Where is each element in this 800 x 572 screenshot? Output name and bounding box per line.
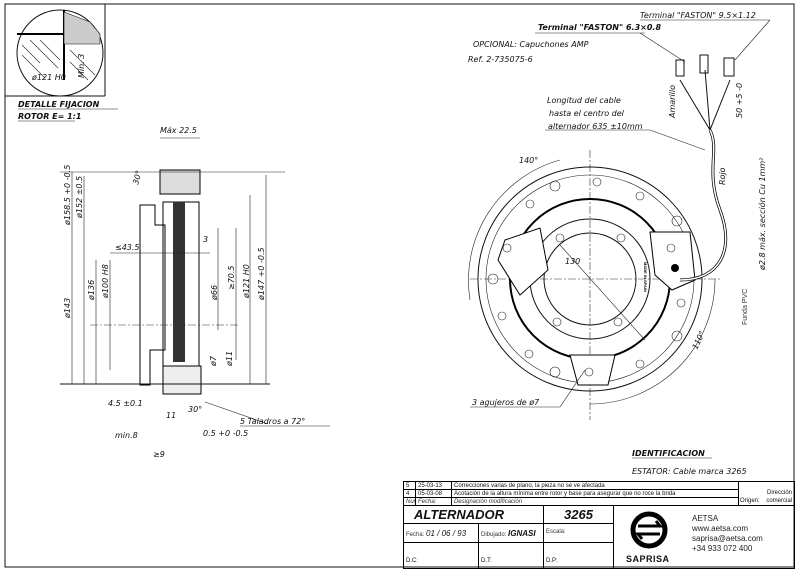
cable-spec: ø2.8 máx. sección Cu 1mm² [757, 157, 767, 271]
saprisa-logo: SAPRISA [614, 506, 684, 568]
detail-dim-label: ø121 H0 [31, 73, 66, 82]
origen-value-1: Dirección [766, 490, 792, 496]
detail-min-label: Mín. 3 [77, 54, 86, 78]
estator-note: ESTATOR: Cable marca 3265 [632, 467, 747, 476]
dim-ge9: ≥9 [153, 450, 165, 459]
origen-label: Origen: [740, 498, 760, 504]
origen-cell: Dirección Origen: comercial [739, 482, 794, 506]
rev-desc: Acotación de la altura mínima entre roto… [452, 490, 739, 498]
dim-d147: ø147 +0 -0.5 [257, 247, 266, 301]
dibujado-label: Dibujado: [481, 532, 507, 538]
dp-label: D.P: [544, 543, 614, 568]
dim-d100: ø100 H8 [101, 264, 110, 299]
escala-label: Escala: [544, 524, 614, 543]
identification-title: IDENTIFICACION [632, 449, 705, 458]
header-desc: Designación modificación [452, 498, 739, 506]
header-num: Num. [404, 498, 416, 506]
rev-num: 5 [404, 482, 416, 490]
dim-d66: ø66 [210, 285, 219, 301]
longitud-line-1: Longitud del cable [547, 96, 621, 105]
dim-d11: ø11 [225, 351, 234, 367]
dt-label: D.T: [479, 543, 544, 568]
ref-note: Ref. 2-735075-6 [468, 55, 533, 64]
dibujado-value: IGNASI [508, 529, 536, 538]
company-info: AETSA www.aetsa.com saprisa@aetsa.com +3… [692, 514, 763, 554]
saprisa-logo-icon [630, 511, 668, 549]
detail-title: DETALLE FIJACION [18, 100, 100, 109]
section-view: Máx 22.5 30° ø158.5 +0 -0.5 ø152 ±0.5 ø1… [60, 126, 330, 459]
funda-pvc-label: Funda PVC [742, 289, 749, 325]
dim-0-5: 0.5 +0 -0.5 [203, 429, 248, 438]
drawing-name: ALTERNADOR [404, 506, 544, 524]
dim-angle-bottom: 30° [188, 405, 202, 414]
dim-angle-top: 30° [131, 169, 143, 185]
dim-d152: ø152 ±0.5 [75, 176, 84, 219]
detail-scale: ROTOR E= 1:1 [18, 112, 81, 121]
title-block: 5 25-03-13 Correcciones varias de plano,… [403, 481, 795, 569]
fecha-label: Fecha: [406, 532, 425, 538]
rev-desc: Correcciones varias de plano, la pieza n… [452, 482, 739, 490]
dim-3: 3 [203, 235, 208, 244]
rev-num: 4 [404, 490, 416, 498]
dim-ge70: ≥70.5 [227, 265, 236, 290]
dim-d121: ø121 H0 [242, 264, 251, 299]
detail-fijacion: ø121 H0 Mín. 3 DETALLE FIJACION ROTOR E=… [5, 4, 118, 122]
logo-text: SAPRISA [626, 554, 670, 564]
angle-110: 110° [691, 330, 707, 351]
terminal-1-label: Terminal "FASTON" 6.3×0.8 [538, 23, 661, 32]
longitud-line-3: alternador 635 ±10mm [548, 122, 643, 131]
longitud-line-2: hasta el centro del [549, 109, 625, 118]
rev-date: 25-03-13 [416, 482, 452, 490]
header-date: Fecha: [416, 498, 452, 506]
amarillo-label: Amarillo [668, 85, 677, 119]
rojo-label: Rojo [718, 167, 727, 185]
terminal-2-label: Terminal "FASTON" 9.5×1.12 [640, 11, 756, 20]
dim-min8: min.8 [115, 431, 138, 440]
dim-11: 11 [166, 411, 176, 420]
agujeros-note: 3 agujeros de ø7 [472, 398, 540, 407]
dim-4-5: 4.5 ±0.1 [108, 399, 143, 408]
dim-50: 50 +5 -0 [735, 83, 744, 118]
front-view: Terminal "FASTON" 6.3×0.8 OPCIONAL: Capu… [468, 11, 771, 420]
made-in-mark: MADE IN SPAIN [643, 262, 648, 292]
dim-d7: ø7 [209, 355, 218, 367]
dim-130: 130 [565, 257, 580, 266]
dc-label: D.C: [404, 543, 479, 568]
drawing-number: 3265 [544, 506, 614, 524]
fecha-value: 01 / 06 / 93 [426, 529, 467, 538]
origen-value-2: comercial [766, 498, 792, 504]
dim-le43: ≤43.5 [115, 243, 140, 252]
company-name: AETSA [692, 514, 719, 523]
dim-d143: ø143 [63, 298, 72, 319]
company-phone: +34 933 072 400 [692, 544, 753, 553]
identification: IDENTIFICACION ESTATOR: Cable marca 3265 [632, 449, 747, 476]
taladros-note: 5 Taladros a 72° [240, 417, 305, 426]
drawing-frame [4, 3, 795, 568]
angle-140: 140° [519, 156, 538, 165]
dim-d136: ø136 [87, 280, 96, 301]
dim-max-width: Máx 22.5 [160, 126, 197, 135]
company-email[interactable]: saprisa@aetsa.com [692, 534, 763, 543]
dim-d158: ø158.5 +0 -0.5 [63, 165, 72, 226]
company-web[interactable]: www.aetsa.com [692, 524, 749, 533]
rev-date: 05-03-08 [416, 490, 452, 498]
opcional-note: OPCIONAL: Capuchones AMP [473, 40, 589, 49]
